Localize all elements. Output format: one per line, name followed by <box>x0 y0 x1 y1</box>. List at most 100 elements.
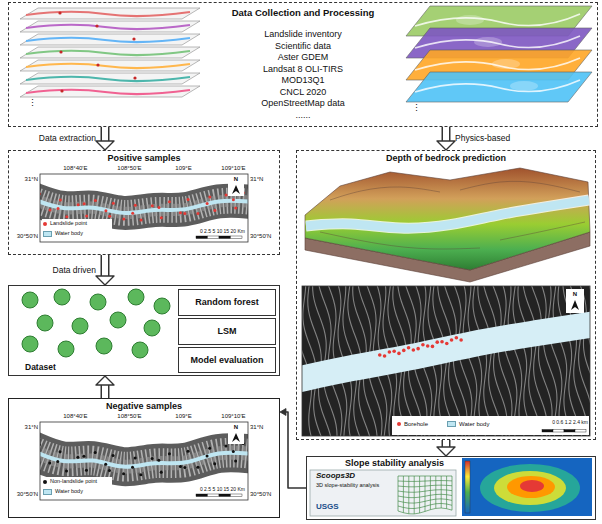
borehole-map <box>296 280 602 440</box>
flow-arrow <box>96 255 114 285</box>
sample-point <box>213 209 216 212</box>
north-label: N <box>573 291 577 297</box>
legend-entry: Borehole <box>397 421 428 427</box>
layer-river <box>26 25 190 29</box>
sample-point <box>179 465 182 468</box>
terrain-ridge <box>500 222 585 240</box>
sample-circle <box>110 312 126 328</box>
sample-point <box>77 203 80 206</box>
layer-point <box>59 50 62 53</box>
arrow-shaft-core <box>102 127 108 141</box>
sample-point <box>206 202 209 205</box>
legend-ground <box>42 219 112 240</box>
north-label: N <box>234 176 238 182</box>
sample-point <box>108 469 111 472</box>
borehole-point <box>431 345 435 349</box>
sample-point <box>224 445 227 448</box>
terrain-surface <box>305 168 590 270</box>
sample-point <box>134 204 137 207</box>
legend-entry: Water body <box>43 231 83 237</box>
coordinate-label: 108°50'E <box>117 165 141 171</box>
box-title: Slope stability analysis <box>345 458 444 469</box>
coordinate-label: 30°50'N <box>17 491 38 497</box>
hillshade-texture <box>40 449 248 466</box>
box-title: Dataset <box>25 362 56 372</box>
terrain-ridge <box>330 187 440 200</box>
layer-point <box>60 89 63 92</box>
agency-logo: USGS <box>316 503 339 511</box>
hillshade-ridge <box>530 286 552 436</box>
sample-point <box>76 456 79 459</box>
hillshade-texture <box>40 198 248 213</box>
north-arrow <box>571 300 579 310</box>
sample-point <box>108 215 111 218</box>
layer-sheet <box>20 86 200 97</box>
layer-river <box>415 36 580 48</box>
colorbar <box>465 461 470 513</box>
legend-dot <box>43 222 47 226</box>
sample-point <box>196 466 199 469</box>
scale-bar <box>575 430 586 433</box>
coordinate-label: 31°N <box>250 424 263 430</box>
legend-text: Water body <box>55 231 83 237</box>
layer-point <box>95 24 98 27</box>
scale-bar <box>219 494 231 497</box>
mesh-line <box>419 476 420 513</box>
north-ground <box>228 175 244 196</box>
north-label: N <box>234 424 238 430</box>
data-layer-stack <box>20 8 200 97</box>
legend-entry: Landslide point <box>43 221 87 227</box>
edge-label: Physics-based <box>455 134 510 143</box>
box-title: Model evaluation <box>190 355 263 366</box>
process-box: Model evaluation <box>178 347 276 373</box>
coordinate-label: 109°10'E <box>221 165 245 171</box>
hillshade-ridge <box>463 286 477 436</box>
sample-point <box>151 204 154 207</box>
layer-river <box>26 38 190 42</box>
sample-point <box>65 215 68 218</box>
stability-zone <box>480 464 580 512</box>
sample-point <box>57 207 60 210</box>
borehole-point <box>459 338 463 342</box>
sample-point <box>56 460 59 463</box>
layer-sheet <box>406 72 592 102</box>
sample-point <box>140 218 143 221</box>
borehole-point <box>416 347 420 351</box>
coordinate-label: 31°N <box>250 176 263 182</box>
sample-circle <box>128 289 144 305</box>
map-content <box>40 442 248 476</box>
list-item: Landslide inventory <box>264 29 342 41</box>
hillshade-texture <box>40 449 248 466</box>
arrow-shaft <box>101 385 110 398</box>
borehole-point <box>388 350 392 354</box>
arrow-shaft-core <box>102 255 108 276</box>
borehole-point <box>378 353 382 357</box>
borehole-point <box>445 342 449 346</box>
scale-bar <box>196 236 208 239</box>
stability-zone <box>494 471 566 505</box>
scale-bar <box>564 430 575 433</box>
sample-point <box>59 450 62 453</box>
mesh-line <box>430 476 431 510</box>
legend-swatch <box>43 489 52 495</box>
list-item: CNCL 2020 <box>280 87 327 99</box>
borehole-point <box>455 336 459 340</box>
layer-river <box>26 12 190 16</box>
river <box>306 200 589 228</box>
ellipsis-mark: ⋮ <box>28 99 37 108</box>
sample-point <box>160 471 163 474</box>
coordinate-label: 109°E <box>175 413 191 419</box>
sample-point <box>168 200 171 203</box>
sample-circle <box>22 292 38 308</box>
scale-label: 0 0.6 1.2 2.4 km <box>552 420 588 425</box>
coordinate-label: 109°10'E <box>221 413 245 419</box>
sample-point <box>208 195 211 198</box>
study-area-map <box>30 422 259 500</box>
layer-river <box>415 80 580 92</box>
software-name: Scoops3D <box>316 472 355 480</box>
coordinate-label: 109°E <box>175 165 191 171</box>
scale-bar <box>553 430 564 433</box>
layer-sheet <box>20 21 200 32</box>
sample-point <box>134 456 137 459</box>
